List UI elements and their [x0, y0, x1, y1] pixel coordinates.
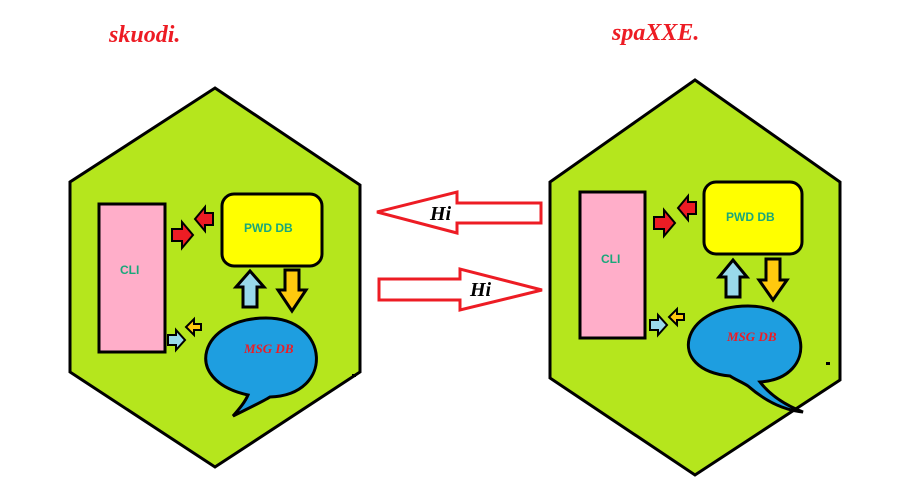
right-node: CLI PWD DB MSG DB — [548, 78, 842, 477]
left-node: CLI PWD DB MSG DB — [68, 86, 362, 469]
message-arrow-bottom: Hi — [377, 267, 543, 312]
right-arrow-left-red — [676, 193, 697, 223]
left-msg-db-label: MSG DB — [243, 341, 294, 356]
left-arrow-down-orange — [275, 268, 309, 314]
message-label-bottom: Hi — [469, 279, 492, 301]
right-arrow-right-blue — [649, 312, 669, 338]
right-pwd-db-label: PWD DB — [726, 210, 775, 224]
message-arrow-right-outline — [377, 267, 543, 312]
left-corner-mark — [352, 374, 356, 377]
right-arrow-down-orange — [756, 257, 790, 303]
right-arrow-up-blue — [715, 257, 751, 299]
left-pwd-db-box — [220, 192, 324, 268]
left-arrow-up-blue — [232, 268, 268, 309]
left-pwd-db-label: PWD DB — [244, 221, 293, 235]
right-corner-mark — [826, 362, 830, 365]
left-cli-box — [97, 202, 167, 354]
left-arrow-left-red — [193, 204, 214, 234]
left-arrow-right-blue — [167, 327, 187, 353]
right-msg-db-label: MSG DB — [726, 329, 777, 344]
right-cli-box — [578, 190, 647, 340]
right-arrow-left-orange — [667, 306, 685, 328]
right-arrow-right-red — [653, 207, 677, 239]
right-cli-label: CLI — [601, 252, 620, 266]
left-cli-label: CLI — [120, 263, 139, 277]
node-title-right: spaXXE. — [612, 20, 700, 46]
right-pwd-db-box — [702, 180, 804, 256]
message-arrow-top: Hi — [376, 190, 543, 235]
left-arrow-right-red — [171, 219, 195, 251]
message-arrow-left-outline — [376, 190, 543, 235]
right-msg-db-bubble — [687, 304, 804, 414]
left-arrow-left-orange — [184, 316, 202, 338]
node-title-left: skuodi. — [109, 22, 181, 48]
message-label-top: Hi — [429, 203, 452, 225]
left-msg-db-bubble — [204, 316, 318, 418]
